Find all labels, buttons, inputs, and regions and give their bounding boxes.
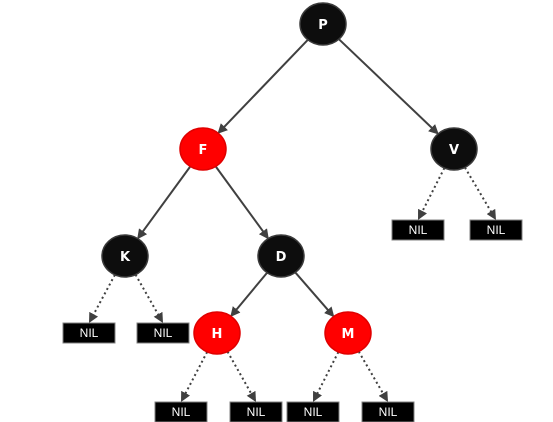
nil-m-right-label: NIL xyxy=(379,405,398,419)
node-m-circle xyxy=(324,311,372,355)
node-d: D xyxy=(257,234,305,278)
nil-v-left-leaf: NIL xyxy=(391,219,445,241)
node-k-label: K xyxy=(120,250,131,265)
node-k-circle xyxy=(101,234,149,278)
node-h: H xyxy=(193,311,241,355)
nil-m-left-label: NIL xyxy=(304,405,323,419)
node-d-circle xyxy=(257,234,305,278)
nil-v-right-leaf: NIL xyxy=(469,219,523,241)
edge-d-m xyxy=(294,271,335,318)
node-m-label: M xyxy=(342,327,355,342)
nil-m-right-box xyxy=(361,401,415,422)
nil-k-left-label: NIL xyxy=(80,326,99,340)
node-f: F xyxy=(179,127,227,171)
nil-k-left-box xyxy=(62,322,116,344)
edge-f-k xyxy=(137,165,192,240)
nil-k-left-leaf: NIL xyxy=(62,322,116,344)
edge-m-nil-m-right xyxy=(357,351,389,402)
nodes-layer: P F V K D H M xyxy=(101,2,478,355)
edge-h-nil-h-right xyxy=(226,351,256,403)
node-p-circle xyxy=(299,2,347,46)
nil-m-left-leaf: NIL xyxy=(286,401,340,422)
node-h-label: H xyxy=(212,327,223,342)
node-h-circle xyxy=(193,311,241,355)
edge-m-nil-m-left xyxy=(313,351,340,402)
node-f-label: F xyxy=(199,143,208,158)
edge-v-nil-v-left xyxy=(417,167,446,221)
nil-k-right-label: NIL xyxy=(154,326,173,340)
nil-h-left-leaf: NIL xyxy=(154,401,208,422)
edge-f-d xyxy=(214,165,269,240)
node-p: P xyxy=(299,2,347,46)
nil-leaves-layer: NIL NIL NIL NIL NIL NIL NIL NIL xyxy=(62,219,523,422)
nil-v-left-box xyxy=(391,219,445,241)
nil-m-left-box xyxy=(286,401,340,422)
node-v-circle xyxy=(430,127,478,171)
nil-k-right-leaf: NIL xyxy=(136,322,190,344)
edge-p-f xyxy=(217,39,309,134)
nil-h-left-label: NIL xyxy=(172,405,191,419)
nil-h-right-leaf: NIL xyxy=(229,401,283,422)
edges-layer xyxy=(89,38,496,403)
nil-v-right-box xyxy=(469,219,523,241)
edge-k-nil-k-left xyxy=(89,274,116,324)
node-v: V xyxy=(430,127,478,171)
node-v-label: V xyxy=(449,143,459,158)
nil-h-right-label: NIL xyxy=(247,405,266,419)
nil-h-right-box xyxy=(229,401,283,422)
edge-k-nil-k-right xyxy=(134,274,164,323)
edge-h-nil-h-left xyxy=(180,351,208,403)
nil-k-right-box xyxy=(136,322,190,344)
edge-v-nil-v-right xyxy=(464,166,496,220)
nil-v-right-label: NIL xyxy=(487,223,506,237)
nil-v-left-label: NIL xyxy=(409,223,428,237)
node-k: K xyxy=(101,234,149,278)
edge-d-h xyxy=(230,272,268,318)
node-d-label: D xyxy=(276,250,287,265)
node-f-circle xyxy=(179,127,227,171)
node-p-label: P xyxy=(318,18,328,33)
nil-m-right-leaf: NIL xyxy=(361,401,415,422)
node-m: M xyxy=(324,311,372,355)
edge-p-v xyxy=(338,38,439,135)
nil-h-left-box xyxy=(154,401,208,422)
